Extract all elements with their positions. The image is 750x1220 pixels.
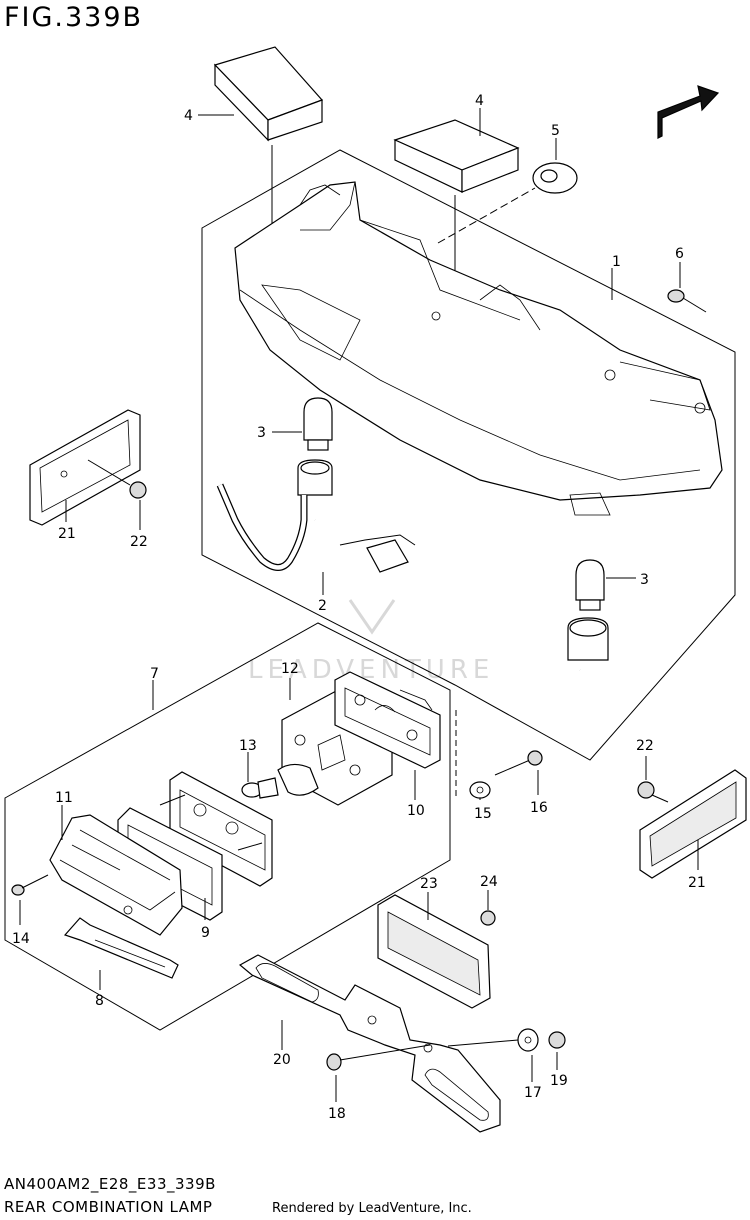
- nut-22-right: [637, 781, 655, 799]
- nut-24: [480, 910, 496, 926]
- reflector-21-left: [29, 409, 141, 526]
- callout-22a: 22: [130, 534, 148, 550]
- foam-pad-4a: [213, 46, 324, 142]
- callout-3a: 3: [257, 425, 266, 441]
- figure-title: FIG.339B: [4, 2, 144, 33]
- assembly-frame-1: [201, 149, 736, 761]
- callout-19: 19: [550, 1073, 568, 1089]
- callout-22b: 22: [636, 738, 654, 754]
- callout-20: 20: [273, 1052, 291, 1068]
- callout-2: 2: [318, 598, 327, 614]
- screw-16: [494, 750, 543, 776]
- nut-19: [548, 1031, 566, 1049]
- foam-pad-4b: [393, 119, 520, 193]
- callout-1: 1: [612, 254, 621, 270]
- callout-16: 16: [530, 800, 548, 816]
- socket-wire-harness-2: [216, 459, 609, 671]
- gasket-10: [334, 671, 441, 769]
- callout-7: 7: [150, 666, 159, 682]
- assembly-frame-7: [4, 622, 451, 1031]
- callout-9: 9: [201, 925, 210, 941]
- callout-4a: 4: [184, 108, 193, 124]
- callout-5: 5: [551, 123, 560, 139]
- bolt-18: [326, 1044, 431, 1071]
- diagram-caption: REAR COMBINATION LAMP: [4, 1198, 213, 1216]
- callout-23: 23: [420, 876, 438, 892]
- callout-24: 24: [480, 874, 498, 890]
- leadventure-watermark: LEADVENTURE: [248, 599, 494, 685]
- rendered-by-credit: Rendered by LeadVenture, Inc.: [272, 1201, 472, 1216]
- screw-6: [667, 289, 707, 313]
- reflector-21-right: [639, 769, 747, 879]
- callout-21b: 21: [688, 875, 706, 891]
- callout-21a: 21: [58, 526, 76, 542]
- rear-lamp-housing: [234, 181, 723, 516]
- washer-15: [469, 781, 491, 799]
- callout-10: 10: [407, 803, 425, 819]
- fwd-label: FWD: [664, 116, 698, 140]
- nut-22-left: [87, 459, 147, 499]
- grommet-5: [532, 162, 578, 194]
- reflector-23: [377, 894, 491, 1009]
- license-bracket-20: [238, 954, 501, 1133]
- callout-8: 8: [95, 993, 104, 1009]
- license-bulb-13: [241, 763, 319, 799]
- watermark-text: LEADVENTURE: [248, 655, 494, 685]
- callout-12: 12: [281, 661, 299, 677]
- callout-6: 6: [675, 246, 684, 262]
- callout-18: 18: [328, 1106, 346, 1122]
- callout-17: 17: [524, 1085, 542, 1101]
- fwd-arrow-icon: FWD: [657, 85, 720, 141]
- callout-14: 14: [12, 931, 30, 947]
- diagram-reference-code: AN400AM2_E28_E33_339B: [4, 1175, 216, 1193]
- callout-3b: 3: [640, 572, 649, 588]
- lens-cover-8: [63, 917, 179, 979]
- callout-13: 13: [239, 738, 257, 754]
- bulb-3-right: [575, 559, 605, 611]
- washer-17: [447, 1028, 539, 1052]
- callout-15: 15: [474, 806, 492, 822]
- socket-plate-9: [159, 771, 273, 887]
- screw-14: [11, 874, 49, 896]
- callout-4b: 4: [475, 93, 484, 109]
- bulb-3-left: [303, 397, 333, 451]
- license-lamp-lens-11: [49, 814, 183, 936]
- callout-11: 11: [55, 790, 73, 806]
